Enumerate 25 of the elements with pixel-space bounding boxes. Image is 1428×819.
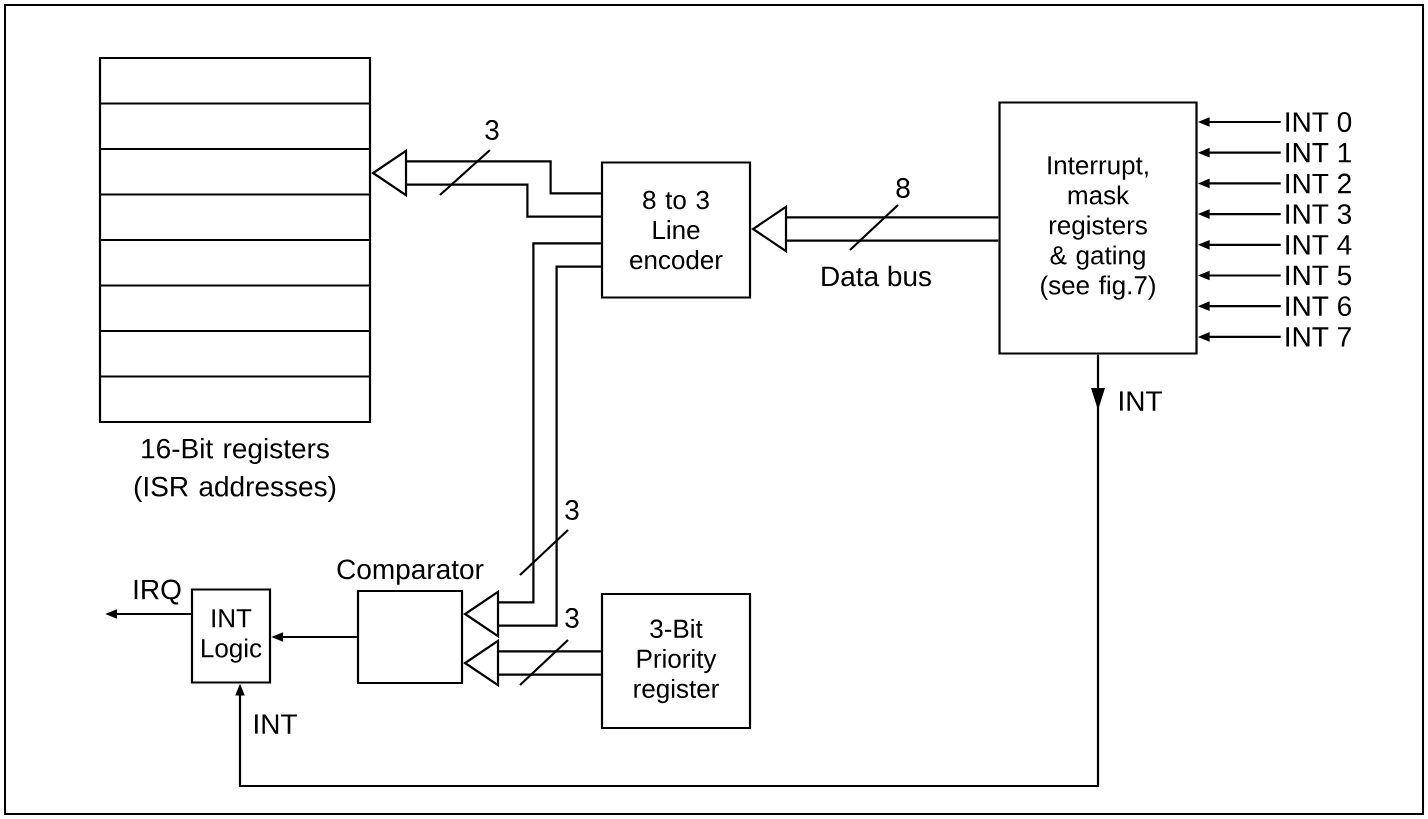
register-label: 16-Bit registers (ISR addresses)	[134, 437, 336, 503]
edge-label: 3	[565, 608, 579, 628]
node-label: Comparator	[337, 559, 484, 585]
input-label: INT 2	[1286, 173, 1351, 194]
input-label: INT 1	[1286, 143, 1351, 163]
arrow	[235, 354, 1105, 788]
signal-label: INT	[255, 714, 297, 734]
edge-label: IRQ	[134, 579, 181, 605]
edge-label: 3	[485, 120, 499, 140]
edge-label: 8	[896, 178, 910, 198]
encoder-box: 8 to 3 Line encoder	[600, 161, 752, 299]
comparator-box: Comparator	[337, 559, 484, 685]
input-label: INT 4	[1286, 235, 1352, 255]
logic-box: INT Logic	[190, 588, 272, 684]
input-label: INT 3	[1286, 204, 1351, 224]
input-label: INT 6	[1286, 296, 1351, 317]
input-label: INT 0	[1286, 112, 1352, 132]
interrupt-box: Interrupt, mask registers & gating (see fig.7)	[998, 101, 1198, 355]
input-label: INT 7	[1286, 327, 1351, 347]
register-stack	[98, 56, 372, 424]
edge-label: 3	[565, 500, 579, 520]
register-box: 3-Bit Priority register	[600, 592, 752, 730]
signal-label: Data bus	[822, 265, 931, 287]
edge-label: INT	[1120, 391, 1162, 411]
input-label: INT 5	[1286, 265, 1352, 286]
